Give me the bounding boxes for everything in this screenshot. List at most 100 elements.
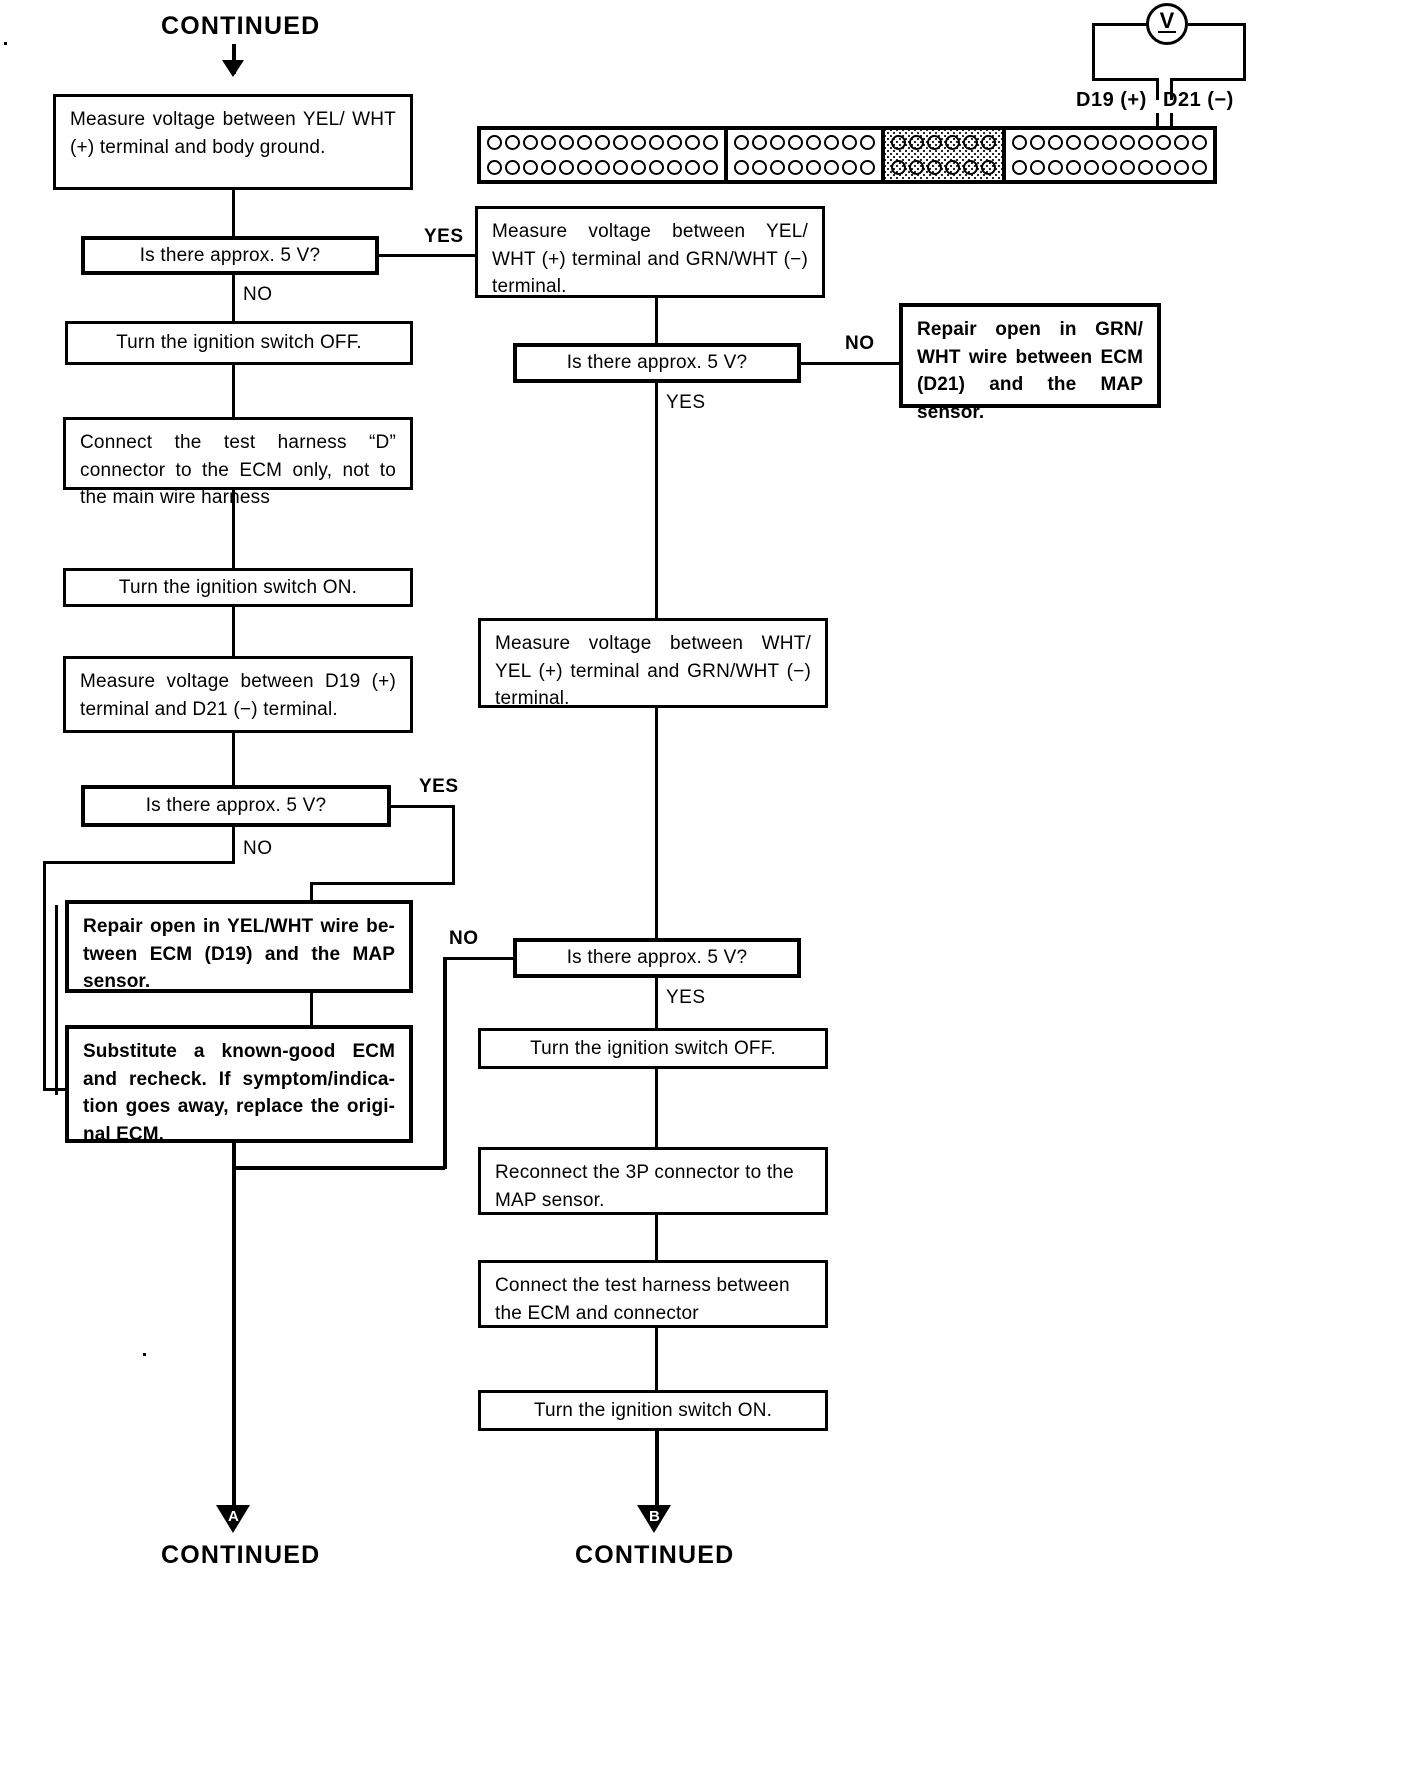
branch-yes-drop-2 [452, 805, 455, 885]
page-title-continued-bottom-right: CONTINUED [575, 1541, 735, 1569]
right-step-measure-yel-grn: Measure voltage between YEL/ WHT (+) ter… [475, 206, 825, 298]
branch-no-join-left-trunk [232, 1166, 445, 1170]
connector-pin [788, 135, 803, 150]
connector-pin [891, 160, 906, 175]
branch-label-yes-right-2: YES [666, 987, 706, 1008]
connector-pin [842, 135, 857, 150]
connector-pin [909, 160, 924, 175]
left-decision-5v-2: Is there approx. 5 V? [81, 785, 391, 827]
branch-label-no-1: NO [243, 284, 273, 305]
right-step-ignition-off: Turn the ignition switch OFF. [478, 1028, 828, 1069]
branch-no-line-right-1 [801, 362, 901, 365]
probe-lead-positive-upper [1156, 78, 1159, 100]
left-step-measure-d19-d21: Measure voltage between D19 (+) terminal… [63, 656, 413, 733]
connector-pin [1048, 160, 1063, 175]
connector-pin [631, 135, 646, 150]
connector-pin-row-top [1012, 135, 1207, 150]
branch-yes-line-1 [379, 254, 477, 257]
branch-no-line-1 [232, 275, 235, 321]
connector-pin [523, 135, 538, 150]
connector-pin [559, 160, 574, 175]
voltmeter-label: V [1159, 8, 1175, 33]
connector-line [232, 733, 235, 785]
left-step-measure-yel-wht-body-ground: Measure voltage between YEL/ WHT (+) ter… [53, 94, 413, 190]
connector-pin [891, 135, 906, 150]
left-trunk-to-marker-a [232, 1143, 236, 1513]
connector-pin [824, 160, 839, 175]
connector-pin [806, 135, 821, 150]
branch-yes-line-2 [391, 805, 455, 808]
connector-pin [860, 160, 875, 175]
connector-line [232, 365, 235, 417]
connector-pin [1012, 135, 1027, 150]
connector-pin-row-top [891, 135, 996, 150]
connector-pin [613, 135, 628, 150]
connector-pin [667, 160, 682, 175]
connector-segment-3-shaded [885, 130, 1006, 180]
branch-no-inner-drop [55, 905, 58, 1095]
connector-pin [770, 135, 785, 150]
branch-yes-line-right-2 [655, 978, 658, 1028]
connector-pin [487, 160, 502, 175]
connector-pin [1120, 160, 1135, 175]
scan-speck [4, 42, 7, 45]
connector-pin [1138, 160, 1153, 175]
arrow-down-icon [222, 60, 244, 77]
connector-pin [1066, 160, 1081, 175]
branch-no-drop-2 [43, 861, 46, 1091]
connector-segment-1 [481, 130, 728, 180]
connector-pin [806, 160, 821, 175]
meter-wire-top-right [1188, 23, 1246, 26]
connector-pin [909, 135, 924, 150]
connector-pin [649, 135, 664, 150]
left-action-repair-yel-wht: Repair open in YEL/WHT wire be-tween ECM… [65, 900, 413, 993]
connector-pin [703, 160, 718, 175]
branch-no-drop-right-2 [443, 957, 447, 1169]
connector-pin [1048, 135, 1063, 150]
connector-pin [631, 160, 646, 175]
connector-pin [860, 135, 875, 150]
branch-label-no-right-1: NO [845, 333, 875, 354]
connector-pin-d21 [1192, 135, 1207, 150]
right-decision-5v-1: Is there approx. 5 V? [513, 343, 801, 383]
scan-speck [143, 1353, 146, 1356]
branch-label-no-right-2: NO [449, 928, 479, 949]
voltmeter-icon: V [1146, 3, 1188, 45]
left-step-ignition-on: Turn the ignition switch ON. [63, 568, 413, 607]
ecm-connector-diagram [477, 126, 1217, 184]
connector-pin [981, 135, 996, 150]
connector-pin [927, 135, 942, 150]
connector-pin-row-top [734, 135, 875, 150]
connector-pin [559, 135, 574, 150]
connector-pin [734, 160, 749, 175]
connector-pin [1066, 135, 1081, 150]
connector-pin-row-bottom [1012, 160, 1207, 175]
connector-pin-row-top [487, 135, 718, 150]
connector-pin [685, 160, 700, 175]
connector-pin [770, 160, 785, 175]
connector-pin [963, 135, 978, 150]
connector-pin [981, 160, 996, 175]
flow-marker-b-label: B [649, 1508, 660, 1525]
connector-pin [963, 160, 978, 175]
right-action-repair-grn-wht: Repair open in GRN/ WHT wire between ECM… [899, 303, 1161, 423]
connector-segment-2 [728, 130, 885, 180]
connector-pin-row-bottom [487, 160, 718, 175]
connector-pin [1084, 135, 1099, 150]
flow-marker-b-triangle [637, 1505, 671, 1533]
connector-pin [1120, 135, 1135, 150]
left-step-connect-test-harness-d: Connect the test harness “D” connector t… [63, 417, 413, 508]
connector-pin [1030, 135, 1045, 150]
connector-pin [734, 135, 749, 150]
connector-pin [667, 135, 682, 150]
connector-line [655, 298, 658, 343]
branch-no-line-2 [232, 827, 235, 864]
right-trunk-to-marker-b [655, 1431, 659, 1513]
connector-pin [523, 160, 538, 175]
connector-pin-row-bottom [734, 160, 875, 175]
flow-marker-a-triangle [216, 1505, 250, 1533]
probe-lead-negative-upper [1170, 78, 1173, 100]
right-step-connect-test-harness: Connect the test harness between the ECM… [478, 1260, 828, 1328]
page-title-continued-bottom-left: CONTINUED [161, 1541, 321, 1569]
